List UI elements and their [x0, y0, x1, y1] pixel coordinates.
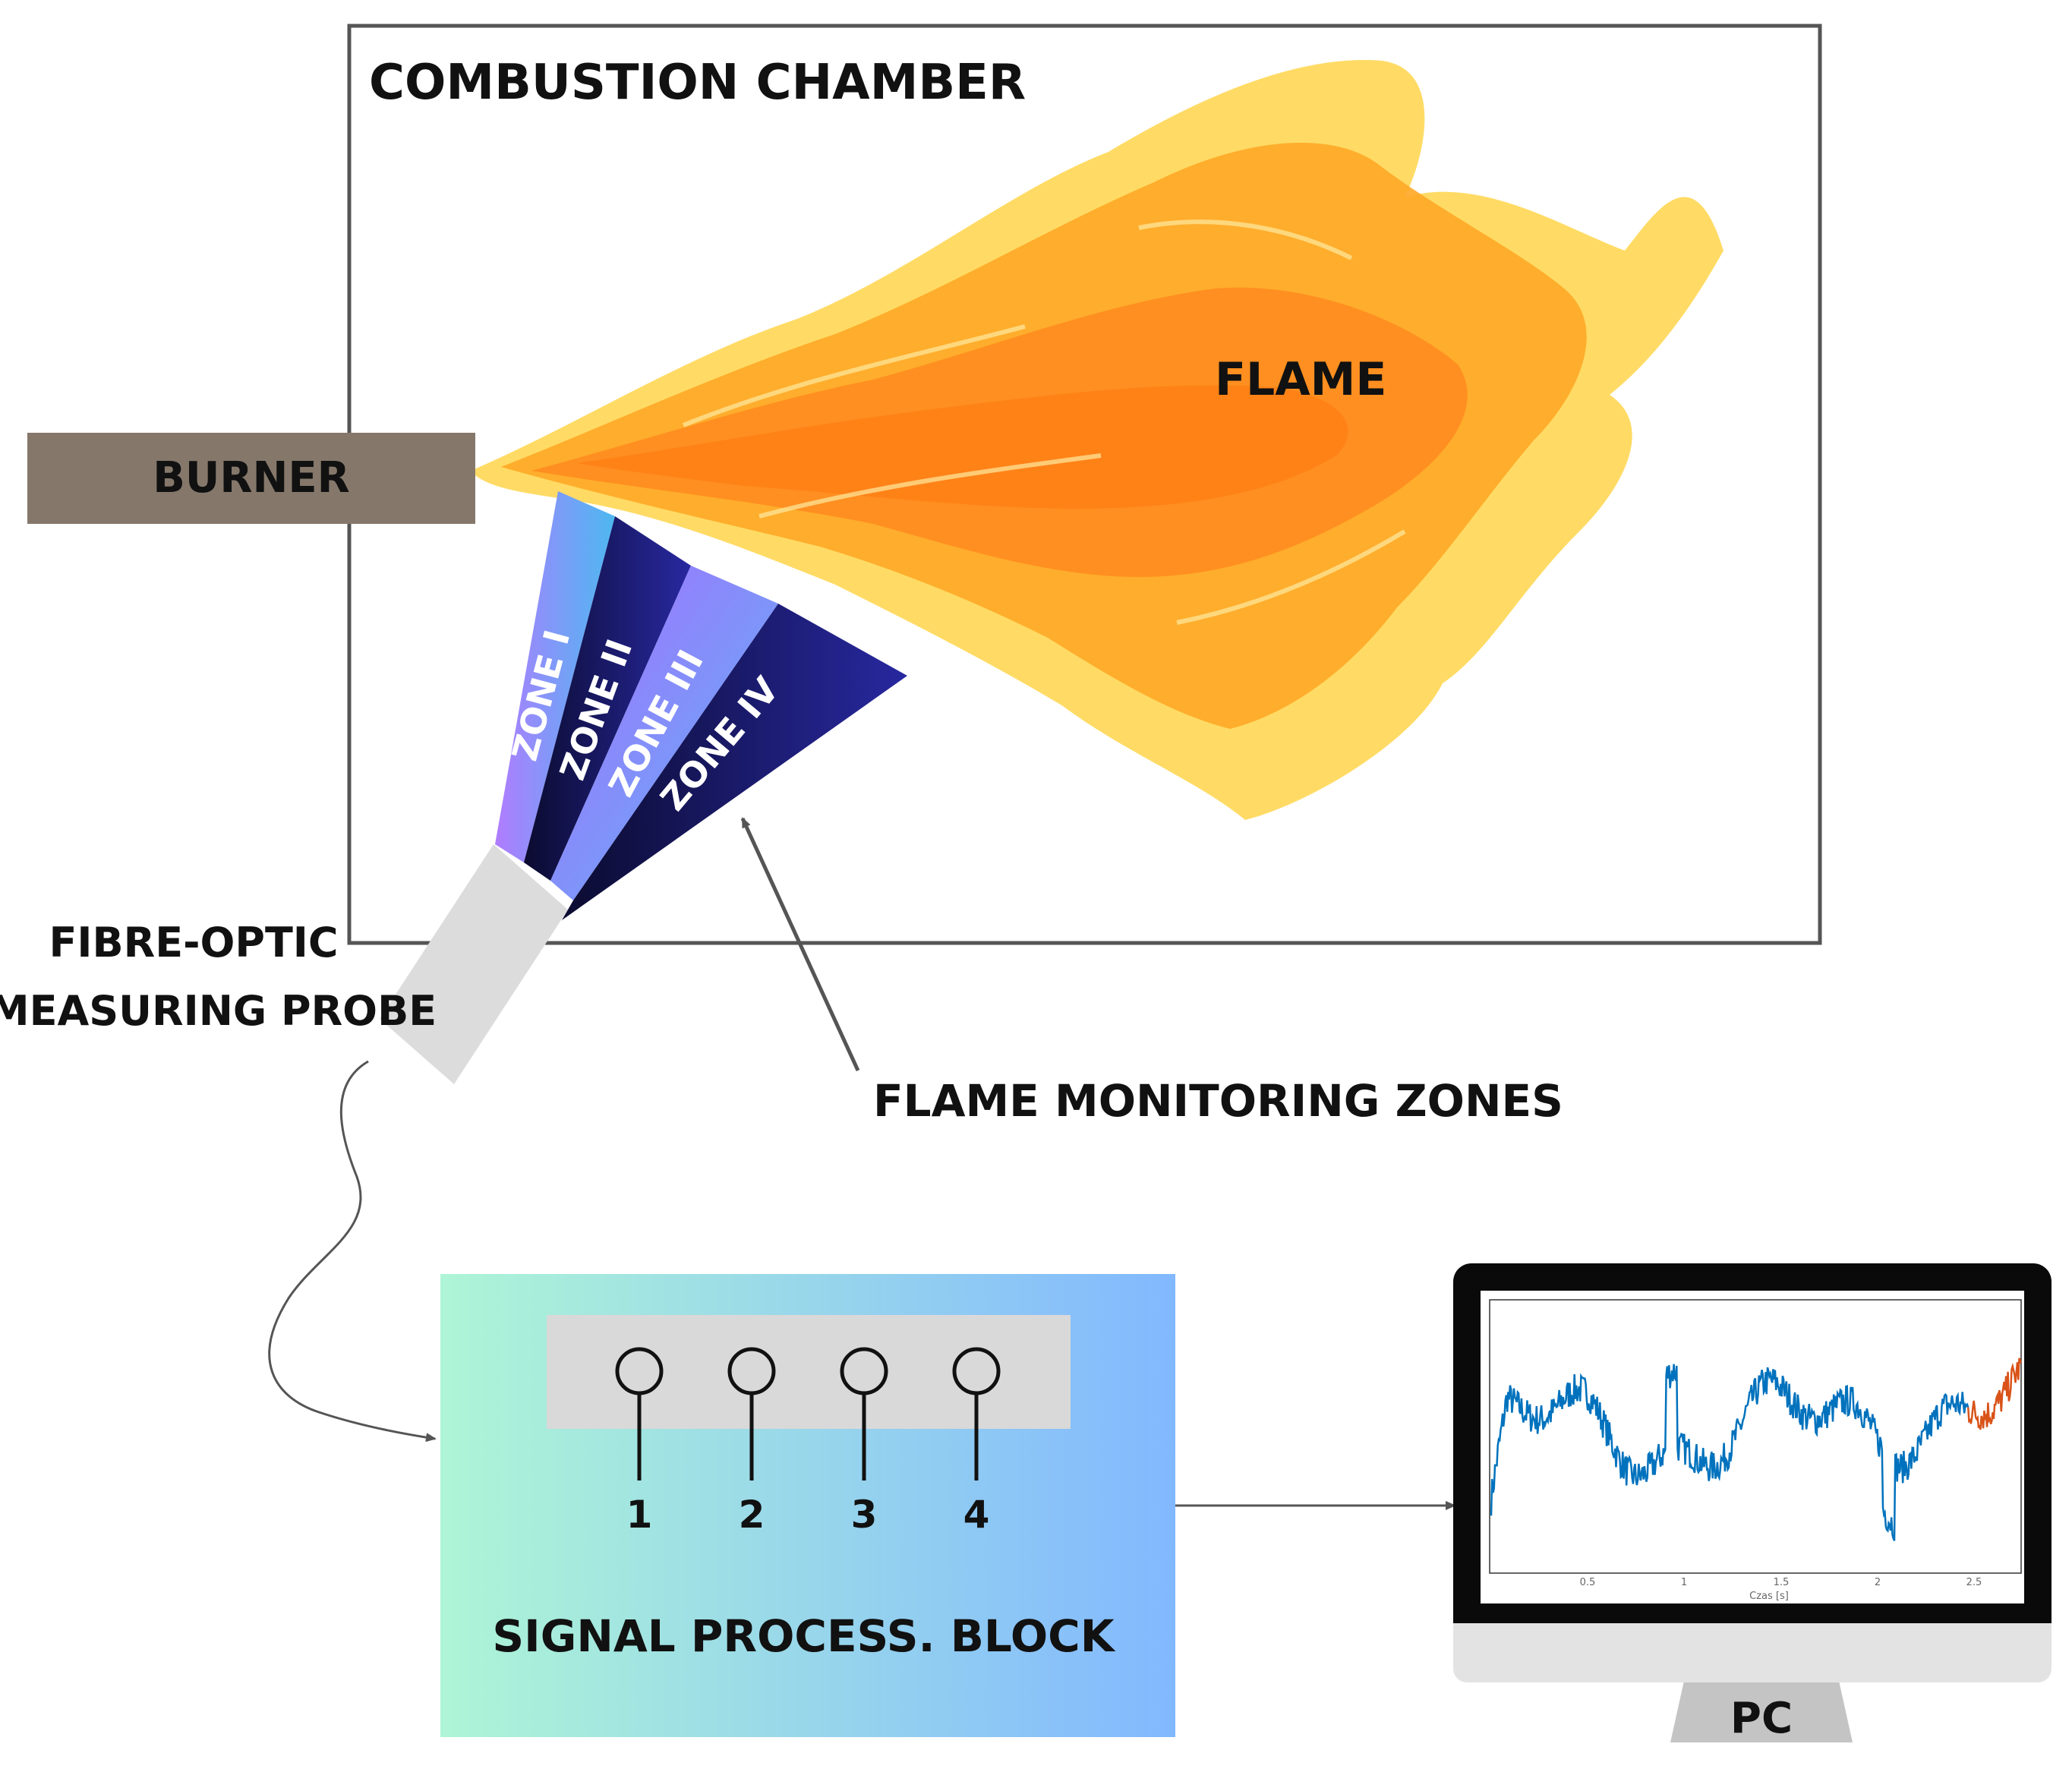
x-tick-1.5: 1.5 [1774, 1577, 1790, 1588]
connector-panel [547, 1315, 1071, 1429]
burner-block [27, 433, 475, 524]
channel-connectors [615, 1347, 1001, 1480]
channel-label-1: 1 [626, 1493, 653, 1537]
chamber-label: COMBUSTION CHAMBER [369, 55, 1026, 111]
burner-label: BURNER [153, 453, 350, 503]
x-tick-0.5: 0.5 [1580, 1577, 1596, 1588]
spb-label: SIGNAL PROCESS. BLOCK [492, 1610, 1115, 1662]
channel-label-4: 4 [963, 1493, 990, 1537]
pc-label: PC [1730, 1694, 1793, 1743]
flame-label: FLAME [1215, 353, 1386, 406]
zone-3-wedge [550, 566, 778, 900]
monitor-stand [1670, 1674, 1853, 1742]
plot-area [1489, 1299, 2022, 1574]
zone-2-wedge [524, 516, 691, 881]
flame-shape [471, 60, 1724, 820]
x-tick-2: 2 [1875, 1577, 1881, 1588]
channel-label-3: 3 [851, 1493, 878, 1537]
channel-label-2: 2 [739, 1493, 765, 1537]
fibre-cable [268, 1060, 437, 1443]
fibre-optic-probe [380, 844, 568, 1084]
zone-1-wedge [495, 491, 615, 862]
probe-label-line2: MEASURING PROBE [0, 987, 437, 1035]
zone-4-wedge [562, 604, 907, 920]
probe-label-line1: FIBRE-OPTIC [49, 919, 338, 966]
signal-trace-blue [1490, 1364, 1970, 1541]
monitoring-zones-fan [495, 491, 907, 920]
monitor-chin-top [1453, 1623, 2052, 1638]
x-tick-2.5: 2.5 [1966, 1577, 1982, 1588]
zones-caption: FLAME MONITORING ZONES [873, 1075, 1563, 1127]
signal-trace-orange [1966, 1357, 2023, 1430]
x-axis-label: Czas [s] [1749, 1591, 1789, 1602]
x-tick-1: 1 [1681, 1577, 1687, 1588]
zones-pointer-arrow [740, 817, 860, 1072]
monitor-screen [1481, 1291, 2024, 1603]
pc-monitor: 0.5 1 1.5 2 2.5 Czas [s] [1453, 1263, 2052, 1742]
